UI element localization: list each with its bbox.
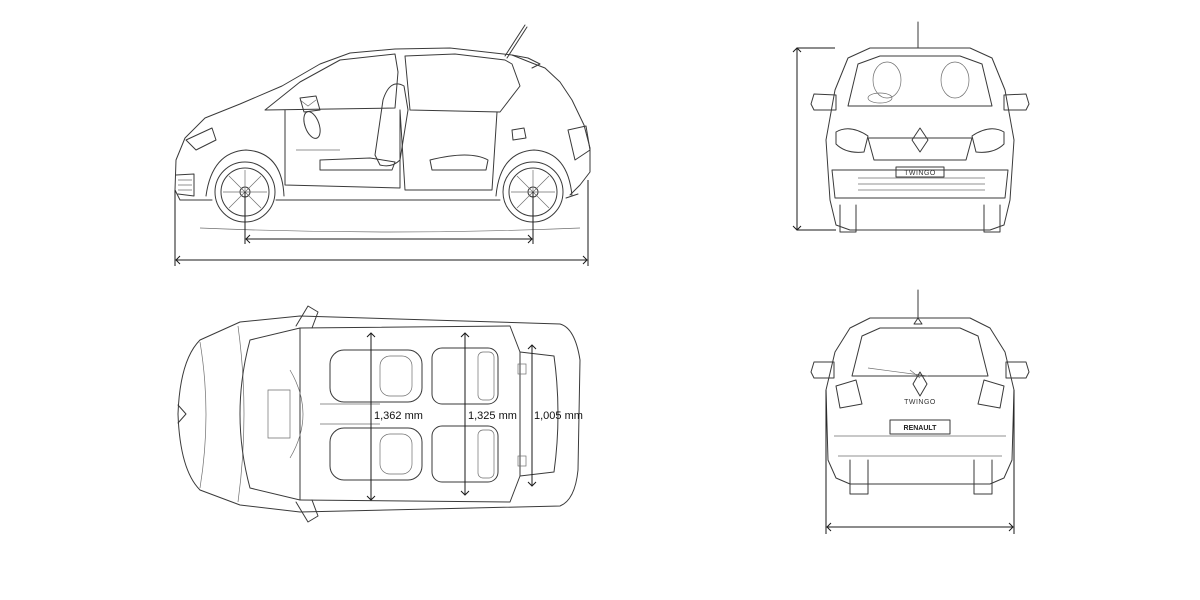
top-view: 1,362 mm 1,325 mm 1,005 mm bbox=[177, 305, 583, 523]
side-view bbox=[174, 24, 591, 266]
front-view: TWINGO bbox=[792, 21, 1030, 233]
dimension-boot-width: 1,005 mm bbox=[534, 410, 583, 422]
rear-view: TWINGO RENAULT bbox=[810, 289, 1030, 534]
rear-plate: RENAULT bbox=[904, 425, 938, 432]
dimension-front-width: 1,362 mm bbox=[374, 410, 423, 422]
rear-model-badge: TWINGO bbox=[904, 399, 936, 406]
dimension-rear-width: 1,325 mm bbox=[468, 410, 517, 422]
front-badge: TWINGO bbox=[904, 170, 936, 177]
